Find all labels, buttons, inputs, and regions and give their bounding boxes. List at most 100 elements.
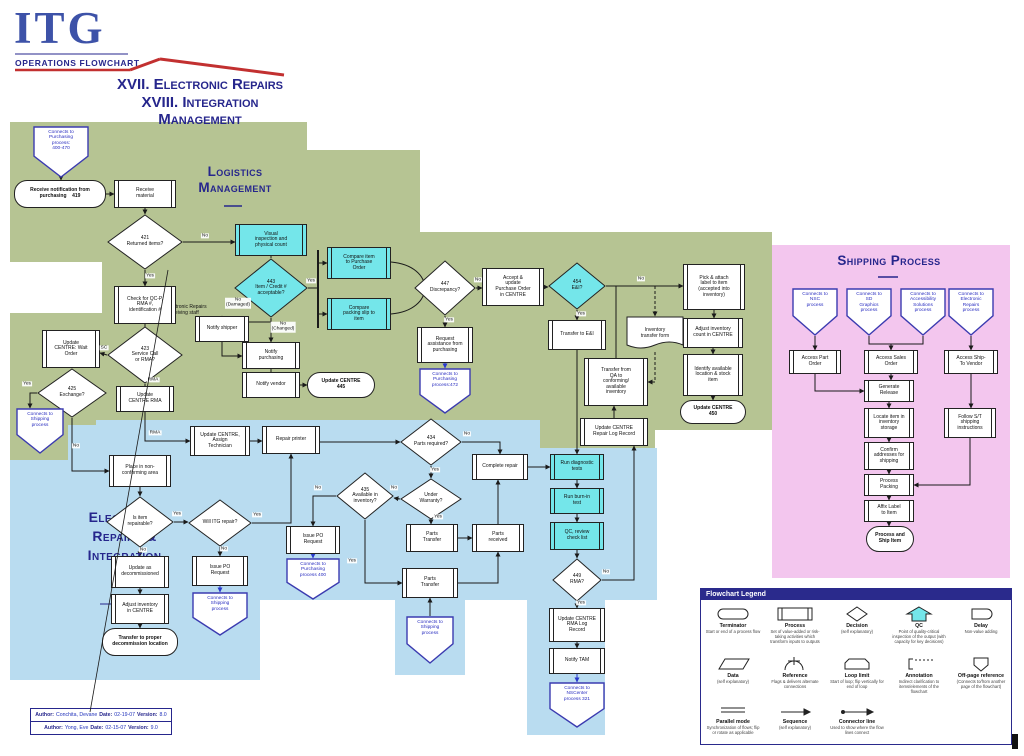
logistics-management-title: Logistics Management (198, 164, 272, 196)
decision-legend-icon (827, 605, 887, 623)
legend-item-label: Connector line (838, 719, 876, 725)
edge-66 (868, 336, 891, 345)
connector-legend-icon (827, 701, 887, 719)
page-title-line2: XVIII. Integration (141, 93, 259, 111)
legend-item-description: (self explanatory) (778, 725, 812, 730)
page-title: XVII. Electronic Repairs XVIII. Integrat… (85, 76, 315, 129)
edge-28 (647, 352, 656, 385)
edge-label-no: No (636, 276, 646, 282)
legend-item-description: Indirect clarification to items/elements… (898, 679, 940, 694)
edge-label-yes: Yes (172, 511, 182, 517)
edge-55 (364, 520, 403, 586)
proc-check-qcp: Check for QC-P,RMA #,identification # (114, 286, 176, 324)
author-row-2: Author:Yong, Eve Date:02-15-07 Version:9… (31, 721, 171, 734)
qc-legend-icon (889, 605, 949, 623)
edge-label-rma: RMA (146, 377, 160, 383)
annotation-legend-icon (889, 655, 949, 673)
edge-label-no: No (313, 485, 323, 491)
edge-label-yes: Yes (576, 600, 586, 606)
legend-item-label: Parallel mode (716, 719, 750, 725)
legend-item-description: Flags & delivers alternate connections (771, 679, 819, 689)
legend-item-label: QC (915, 623, 923, 629)
legend-item-description: Synchronization of flows; flip or rotate… (706, 725, 760, 735)
legend-item-label: Sequence (782, 719, 808, 725)
offpage-legend-icon (951, 655, 1011, 673)
page-title-line1: XVII. Electronic Repairs (117, 76, 283, 93)
edge-label-no: No (601, 569, 611, 575)
proc-place-nonconforming: Place in non-conforming area (109, 455, 171, 487)
edge-label-yes: Yes (433, 514, 443, 520)
edge-label-yes: Yes (252, 512, 262, 518)
legend-item-description: Start or end of a process flow (705, 629, 761, 634)
edge-6 (99, 351, 108, 357)
process-legend-icon (765, 605, 825, 623)
proc-complete-repair: Complete repair (472, 454, 528, 480)
dec-will-itg-repair: Will ITG repair? (188, 499, 252, 547)
proc-repair-printer: Repair printer (262, 426, 320, 454)
edge-label-yes: Yes (347, 558, 357, 564)
edge-82 (159, 57, 285, 77)
proc-transfer-to-ei: Transfer to E&I (548, 320, 606, 350)
itg-logo: ITG (14, 3, 106, 53)
data-legend-icon (703, 655, 763, 673)
edge-label-no: No (219, 546, 229, 552)
legend-item-description: Set of value-added or risk-taking activi… (770, 629, 820, 644)
edge-label-no-damaged: No(Damaged) (225, 297, 251, 309)
edge-label-rma: RMA (148, 430, 162, 436)
edge-label-yes: Yes (145, 273, 155, 279)
edge-26 (602, 445, 637, 581)
sequence-legend-icon (765, 701, 825, 719)
reference-legend-icon (765, 655, 825, 673)
edge-7 (27, 392, 37, 409)
edge-label-no: No (389, 485, 399, 491)
delay-legend-icon (951, 605, 1011, 623)
legend-item-label: Reference (782, 673, 808, 679)
legend-item-description: Non-value adding (964, 629, 998, 634)
edge-label-yes: Yes (430, 467, 440, 473)
edge-36 (221, 342, 243, 359)
legend-item-description: Point of quality-critical inspection of … (892, 629, 946, 644)
shipping-process-title: Shipping Process (837, 253, 941, 268)
